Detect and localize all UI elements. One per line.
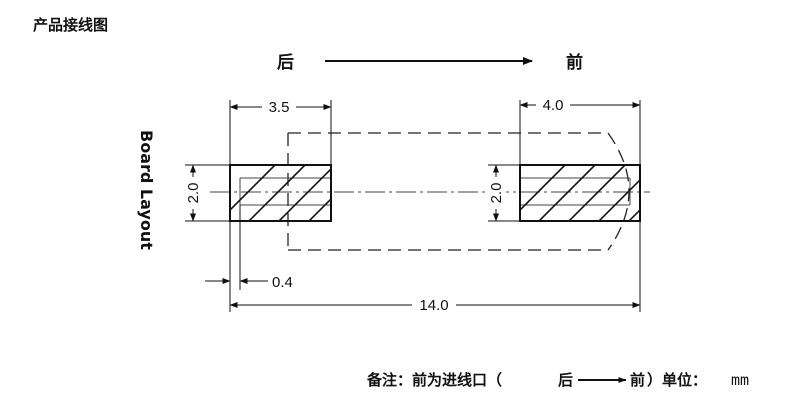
footnote-front: 前 <box>630 371 645 389</box>
dim-offset-label: 0.4 <box>272 274 293 291</box>
board-layout-label: Board Layout <box>137 130 156 250</box>
dim-left-height-label: 2.0 <box>185 183 202 204</box>
footnote-unit: mm <box>731 371 749 389</box>
direction-front-label: 前 <box>566 52 583 73</box>
footnote-prefix: 备注：前为进线口（ <box>366 371 502 389</box>
footnote-back: 后 <box>558 371 573 389</box>
dim-left-width: 3.5 <box>229 97 332 116</box>
dim-right-height: 2.0 <box>486 164 506 222</box>
extension-lines <box>185 100 641 312</box>
direction-back-label: 后 <box>277 53 294 73</box>
dim-right-width: 4.0 <box>519 95 641 114</box>
dim-right-width-label: 4.0 <box>543 97 564 114</box>
dim-offset: 0.4 <box>205 274 293 291</box>
page-title: 产品接线图 <box>33 16 108 34</box>
dim-total-length: 14.0 <box>229 295 641 314</box>
footnote: 备注：前为进线口（ 后 前 ）单位： mm <box>366 371 749 389</box>
footnote-suffix: ）单位： <box>647 371 707 389</box>
dim-left-height: 2.0 <box>183 164 203 222</box>
dim-left-width-label: 3.5 <box>269 99 290 116</box>
dim-right-height-label: 2.0 <box>488 183 505 204</box>
dim-total-length-label: 14.0 <box>419 297 448 314</box>
